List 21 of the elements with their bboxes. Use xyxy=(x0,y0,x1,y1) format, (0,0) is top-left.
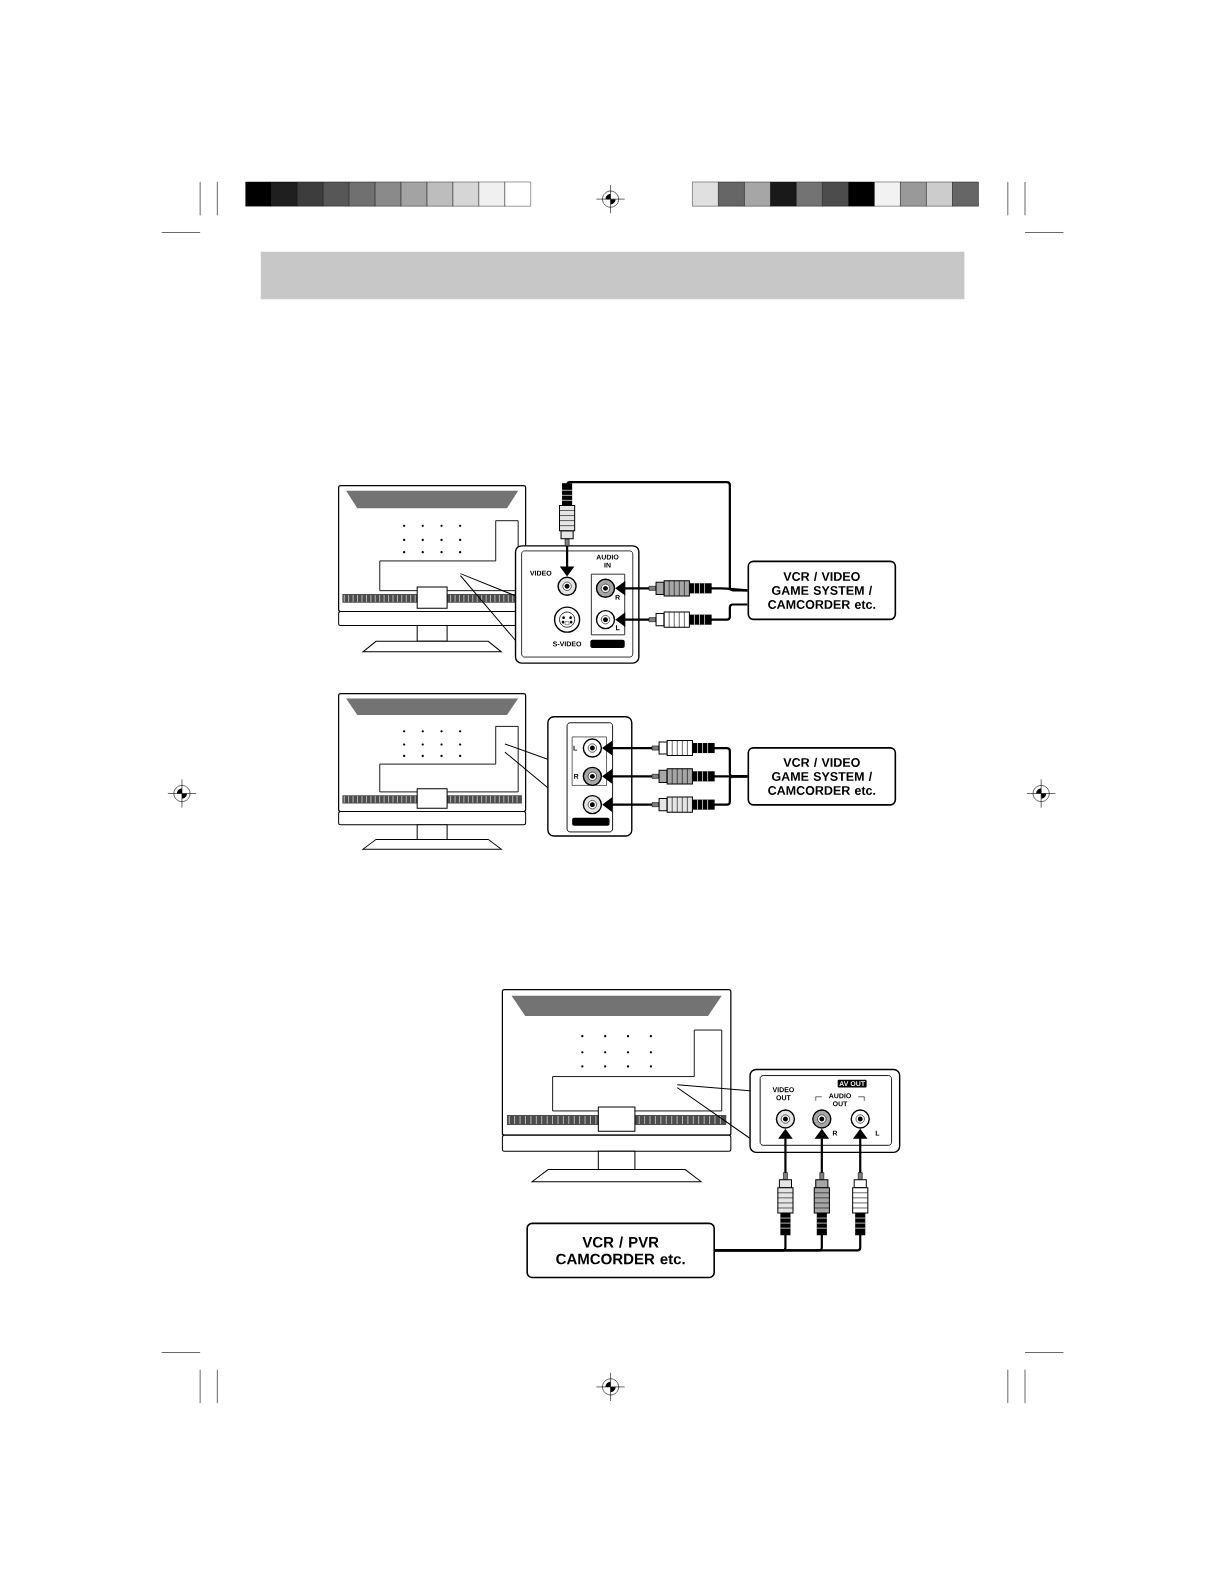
picture xyxy=(501,989,732,1183)
rca-jack xyxy=(582,794,602,815)
rca-jack xyxy=(582,766,602,787)
rca-jack xyxy=(812,1109,832,1129)
jack-panel xyxy=(749,1068,901,1154)
picture xyxy=(337,485,527,653)
rca-jack xyxy=(595,578,616,599)
rca-jack xyxy=(595,609,616,630)
device-box: VCR / VIDEO GAME SYSTEM / CAMCORDER etc. xyxy=(747,560,897,621)
picture xyxy=(337,693,527,850)
s-video-jack xyxy=(553,606,581,633)
cable-arrow xyxy=(615,603,748,627)
device-box: VCR / VIDEO GAME SYSTEM / CAMCORDER etc. xyxy=(747,747,897,806)
rca-jack xyxy=(850,1109,870,1129)
rca-jack xyxy=(775,1109,796,1129)
cable-arrow xyxy=(602,775,748,812)
zoom-callout-lines xyxy=(504,743,549,789)
device-box: VCR / PVR CAMCORDER etc. xyxy=(526,1222,715,1279)
rca-jack xyxy=(582,738,602,758)
zoom-callout-lines xyxy=(676,1084,751,1139)
rca-jack xyxy=(557,576,577,596)
